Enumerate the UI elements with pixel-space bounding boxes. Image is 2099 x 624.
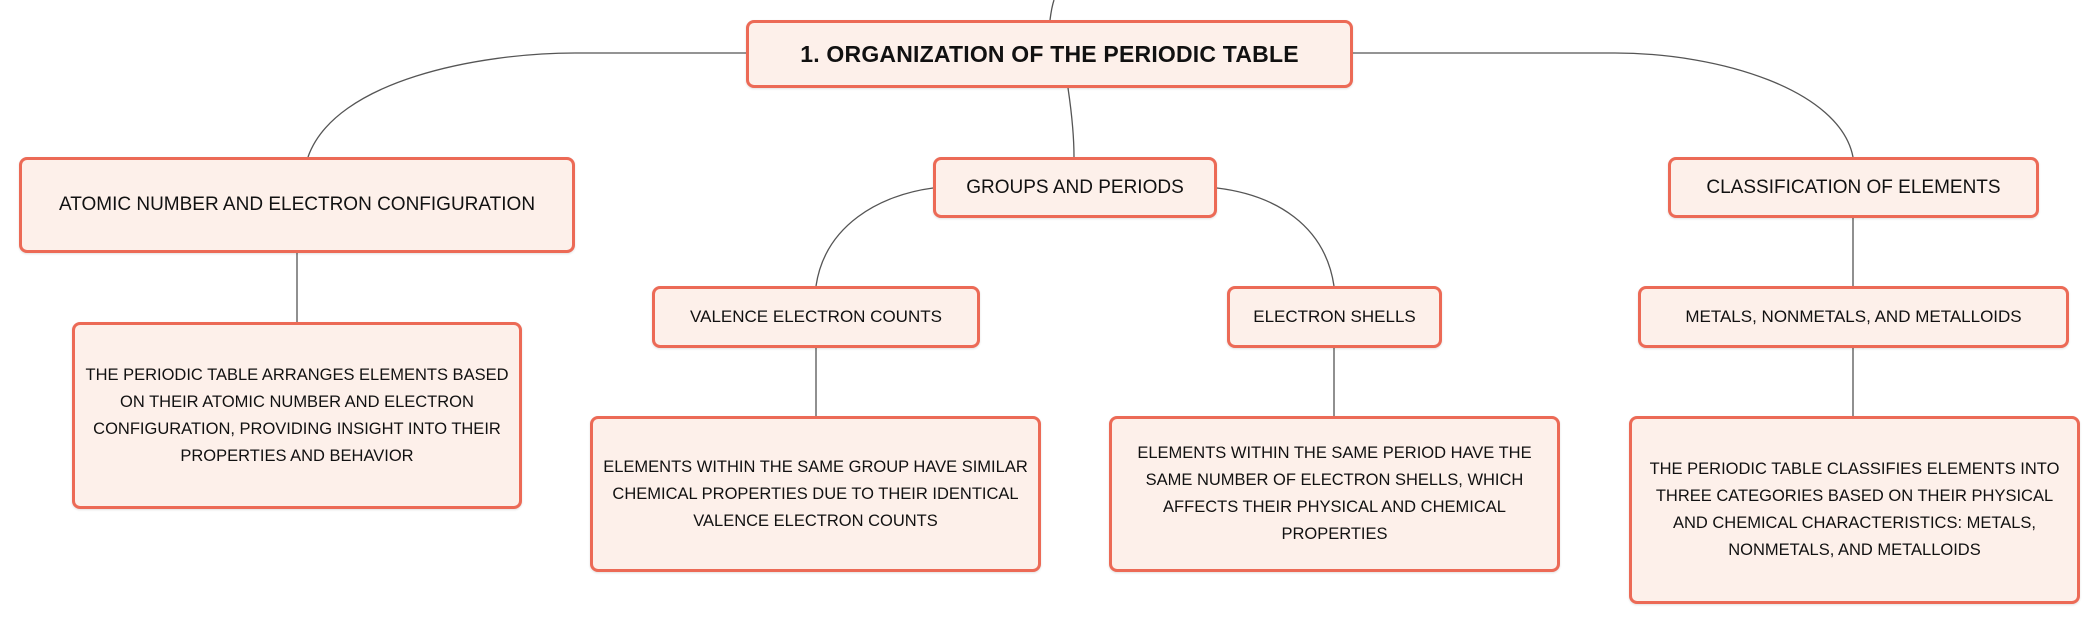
- connector-root-to-atomic: [307, 52, 746, 158]
- description-valence-text: ELEMENTS WITHIN THE SAME GROUP HAVE SIMI…: [603, 457, 1028, 530]
- subtopic-valence-electron-counts[interactable]: VALENCE ELECTRON COUNTS: [652, 286, 980, 348]
- topic-atomic-number[interactable]: ATOMIC NUMBER AND ELECTRON CONFIGURATION: [19, 157, 575, 253]
- subtopic-electron-shells[interactable]: ELECTRON SHELLS: [1227, 286, 1442, 348]
- topic-groups-and-periods-label: GROUPS AND PERIODS: [966, 176, 1184, 198]
- description-shells-text: ELEMENTS WITHIN THE SAME PERIOD HAVE THE…: [1137, 444, 1532, 543]
- subtopic-valence-label: VALENCE ELECTRON COUNTS: [690, 307, 942, 326]
- root-topic-label: 1. ORGANIZATION OF THE PERIODIC TABLE: [800, 40, 1299, 67]
- topic-groups-and-periods[interactable]: GROUPS AND PERIODS: [933, 157, 1217, 218]
- root-topic[interactable]: 1. ORGANIZATION OF THE PERIODIC TABLE: [746, 20, 1353, 88]
- topic-classification-label: CLASSIFICATION OF ELEMENTS: [1706, 176, 2001, 198]
- description-shells[interactable]: ELEMENTS WITHIN THE SAME PERIOD HAVE THE…: [1109, 416, 1560, 572]
- connector-root-to-classification: [1353, 52, 1854, 158]
- description-atomic-number[interactable]: THE PERIODIC TABLE ARRANGES ELEMENTS BAS…: [72, 322, 522, 509]
- description-classification[interactable]: THE PERIODIC TABLE CLASSIFIES ELEMENTS I…: [1629, 416, 2080, 604]
- connector-root-to-groups: [1067, 87, 1075, 158]
- subtopic-metals-nonmetals-metalloids[interactable]: METALS, NONMETALS, AND METALLOIDS: [1638, 286, 2069, 348]
- topic-atomic-number-label: ATOMIC NUMBER AND ELECTRON CONFIGURATION: [58, 194, 536, 215]
- subtopic-shells-label: ELECTRON SHELLS: [1253, 307, 1416, 326]
- description-atomic-text: THE PERIODIC TABLE ARRANGES ELEMENTS BAS…: [85, 365, 509, 465]
- description-classification-text: THE PERIODIC TABLE CLASSIFIES ELEMENTS I…: [1649, 460, 2060, 559]
- connector-groups-to-shells: [1216, 187, 1335, 287]
- description-valence[interactable]: ELEMENTS WITHIN THE SAME GROUP HAVE SIMI…: [590, 416, 1041, 572]
- subtopic-metals-label: METALS, NONMETALS, AND METALLOIDS: [1685, 307, 2022, 326]
- topic-classification[interactable]: CLASSIFICATION OF ELEMENTS: [1668, 157, 2039, 218]
- connector-parent-to-root: [1049, 0, 1055, 21]
- connector-groups-to-valence: [815, 187, 934, 287]
